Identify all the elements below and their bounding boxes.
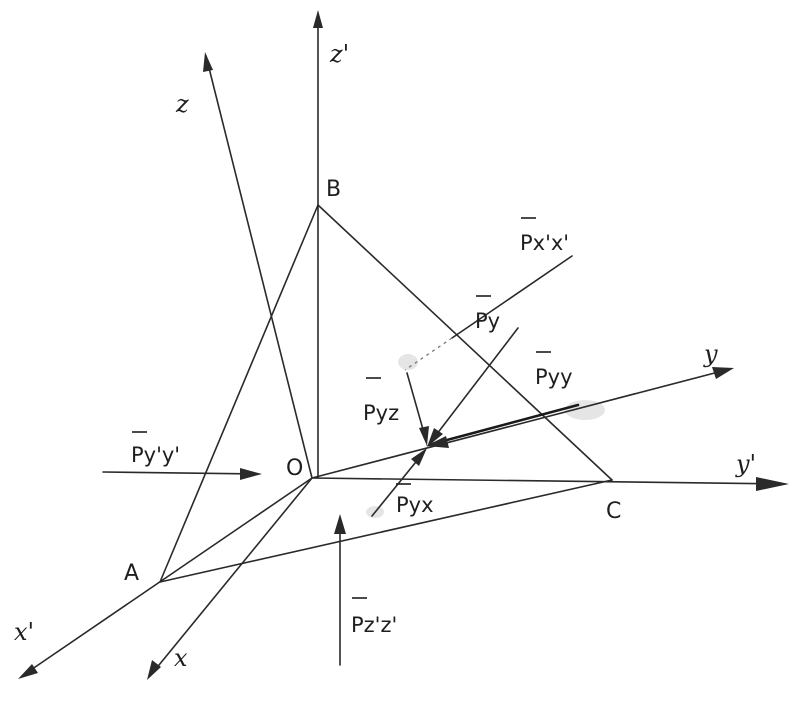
p-z1z1-arrowhead (334, 514, 346, 534)
p-y-line (429, 327, 519, 444)
label-axis-y: y (703, 340, 718, 368)
label-axis-y-prime: y' (735, 450, 756, 478)
label-axis-z: z (175, 90, 189, 118)
y-prime-arrowhead (756, 477, 789, 491)
smudge (398, 354, 418, 370)
x-arrowhead (147, 660, 161, 680)
label-point-c: C (606, 499, 621, 524)
label-axis-z-prime: z' (329, 40, 349, 68)
x-axis (149, 477, 313, 677)
label-axis-x-prime: x' (14, 618, 34, 646)
x-prime-arrowhead (18, 664, 38, 679)
edge-ab (159, 204, 319, 583)
z-prime-arrowhead (313, 10, 323, 28)
p-xx-line (451, 255, 573, 339)
edge-bc (317, 204, 613, 481)
label-point-a: A (124, 561, 139, 586)
y-axis (311, 368, 731, 479)
label-point-b: B (326, 177, 341, 202)
p-yy-arrowhead (426, 436, 449, 448)
y-arrowhead (712, 367, 734, 379)
p-yy-line (430, 403, 580, 446)
label-vector-p-yx: Pyx (396, 493, 434, 517)
x-prime-axis (21, 477, 313, 677)
label-vector-p-z1z1: Pz'z' (351, 613, 397, 637)
label-vector-p-y: Py (475, 309, 500, 333)
p-y1y1-line (102, 471, 257, 475)
label-vector-p-yz: Pyz (363, 401, 399, 425)
label-axis-x: x (174, 644, 188, 672)
p-xx-dashed (404, 337, 453, 371)
edge-ac (159, 479, 613, 583)
z-arrowhead (203, 52, 213, 72)
label-vector-p-xx: Px'x' (520, 231, 569, 255)
y-prime-axis (311, 477, 786, 485)
p-yx-arrowhead (411, 448, 427, 466)
p-y-arrowhead (427, 428, 443, 447)
label-vector-p-yy: Pyy (535, 365, 573, 389)
label-point-o: O (286, 456, 303, 481)
z-axis (205, 55, 313, 479)
p-y1y1-arrowhead (240, 468, 262, 480)
p-yz-arrowhead (419, 426, 429, 446)
label-vector-p-y1y1: Py'y' (131, 443, 180, 467)
